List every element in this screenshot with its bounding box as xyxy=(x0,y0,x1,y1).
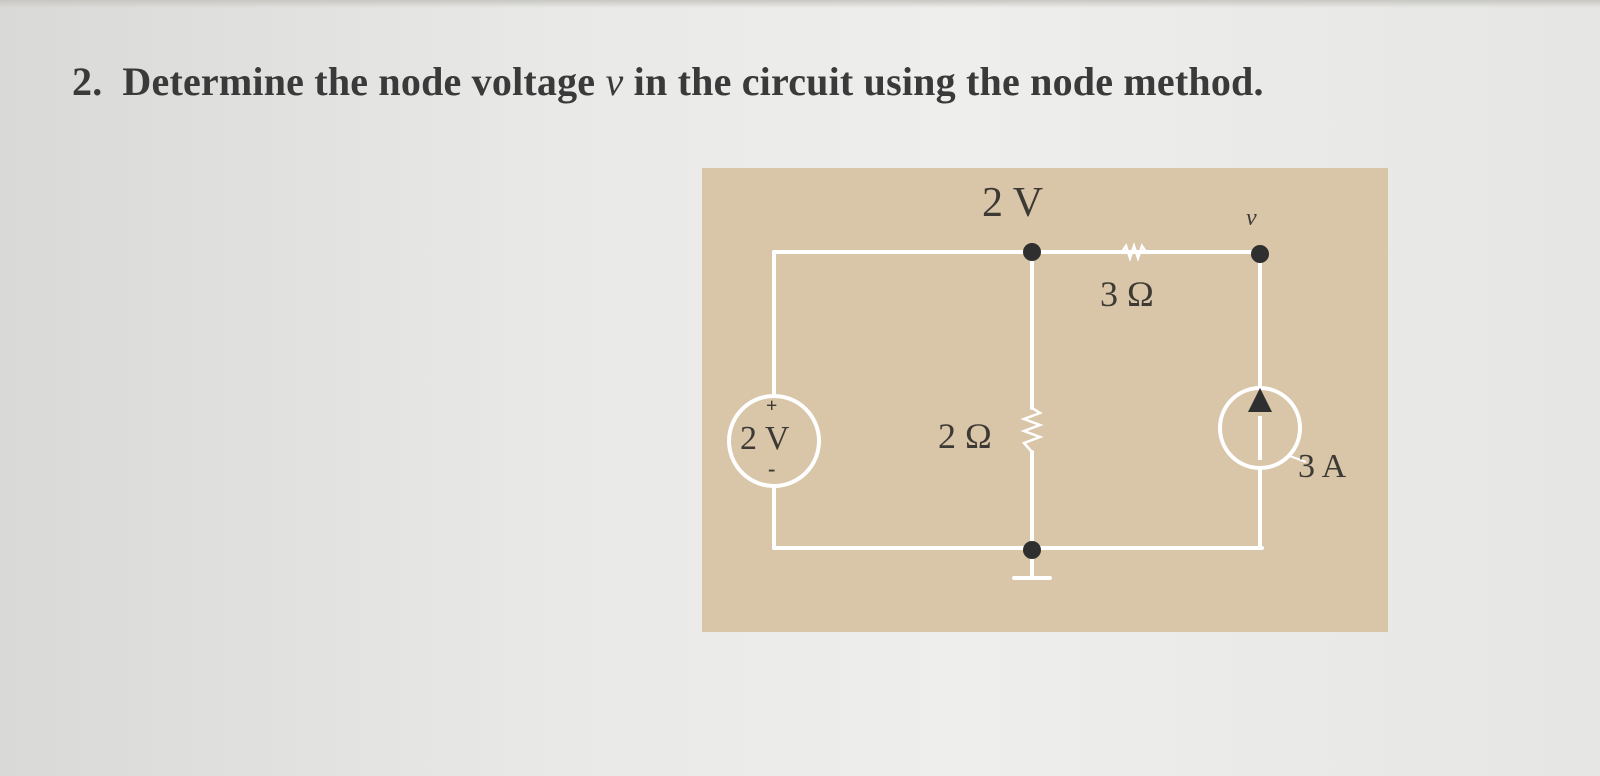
voltage-source-label: 2 V xyxy=(740,420,790,457)
node-2v-dot xyxy=(1023,243,1041,261)
resistor-3-ohm xyxy=(1120,242,1148,262)
question-number: 2. xyxy=(72,59,103,104)
node-variable-label: v xyxy=(1246,205,1257,231)
circuit-diagram xyxy=(727,242,1307,580)
ground-node-dot xyxy=(1023,541,1041,559)
question-text-after: in the circuit using the node method. xyxy=(633,59,1264,104)
node-voltage-label: 2 V xyxy=(982,180,1044,226)
resistor-2-ohm xyxy=(1020,406,1044,453)
page-top-edge xyxy=(0,0,1600,8)
question-text: 2. Determine the node voltage v in the ci… xyxy=(72,58,1572,105)
current-label-leader xyxy=(1286,454,1307,463)
resistor-3-ohm-label: 3 Ω xyxy=(1100,274,1154,314)
question-text-before: Determine the node voltage xyxy=(122,59,596,104)
resistor-2-ohm-label: 2 Ω xyxy=(938,416,992,456)
voltage-source-plus: + xyxy=(766,395,778,417)
node-v-dot xyxy=(1251,245,1269,263)
voltage-source-minus: - xyxy=(768,456,776,481)
question-variable: v xyxy=(605,59,624,104)
voltage-source xyxy=(727,394,821,488)
current-arrow-head xyxy=(1248,388,1272,412)
circuit-figure: 2 V v 3 Ω 2 Ω 2 V + - 3 A xyxy=(702,168,1388,632)
current-source-label: 3 A xyxy=(1298,448,1347,485)
